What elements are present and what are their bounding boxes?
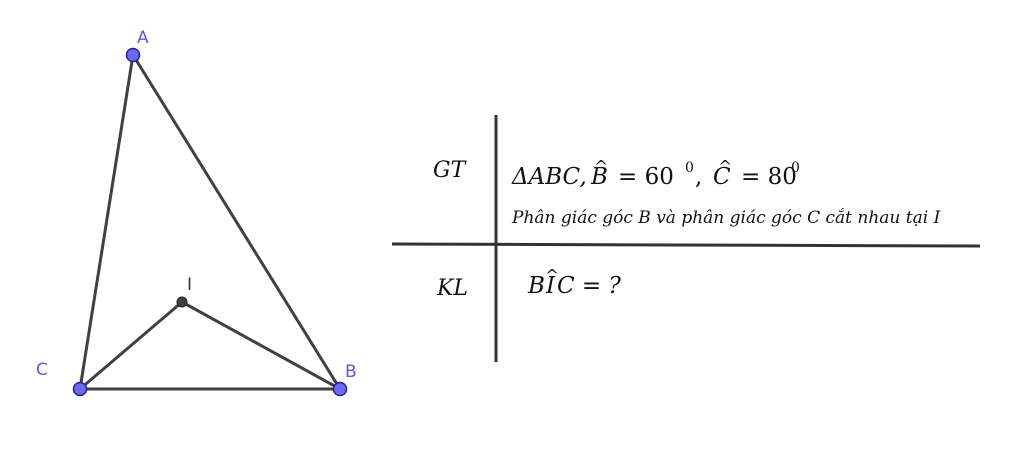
- conclusion-line: B I ^ C = ?: [527, 266, 621, 299]
- kl-header: KL: [436, 276, 468, 301]
- angle-b-symbol: B: [590, 164, 608, 190]
- point-C: [72, 381, 88, 397]
- point-B: [332, 381, 348, 397]
- table-horizontal-line: [391, 242, 981, 248]
- angle-c-value: = 80: [741, 164, 797, 190]
- point-I: [176, 296, 188, 308]
- angle-b-hat: ^: [594, 157, 608, 177]
- hypothesis-line-2: Phân giác góc B và phân giác góc C cắt n…: [511, 208, 941, 228]
- side-AB: [131, 54, 342, 390]
- hypothesis-line-1: ΔABC, B ^ = 60 0 , C ^ = 80 0: [511, 157, 800, 190]
- label-B: B: [345, 362, 357, 382]
- conclusion-rest: C = ?: [557, 273, 621, 299]
- angle-b-degree: 0: [685, 160, 694, 176]
- label-A: A: [137, 28, 149, 48]
- side-AC: [78, 54, 135, 390]
- segment-CI: [79, 300, 183, 391]
- segment-BI: [181, 300, 341, 391]
- separator-comma: ,: [695, 164, 702, 190]
- angle-b-value: = 60: [618, 164, 674, 190]
- angle-c-symbol: C: [713, 164, 731, 190]
- conclusion-hat: ^: [545, 266, 559, 286]
- conclusion-b: B: [527, 273, 545, 299]
- triangle-abc: ΔABC,: [511, 164, 587, 190]
- label-C: C: [36, 360, 48, 380]
- gt-header: GT: [433, 158, 468, 183]
- conclusion-i: I: [545, 273, 556, 299]
- angle-c-degree: 0: [791, 160, 800, 176]
- angle-c-hat: ^: [718, 157, 732, 177]
- point-A: [125, 47, 141, 63]
- label-I: I: [187, 275, 192, 295]
